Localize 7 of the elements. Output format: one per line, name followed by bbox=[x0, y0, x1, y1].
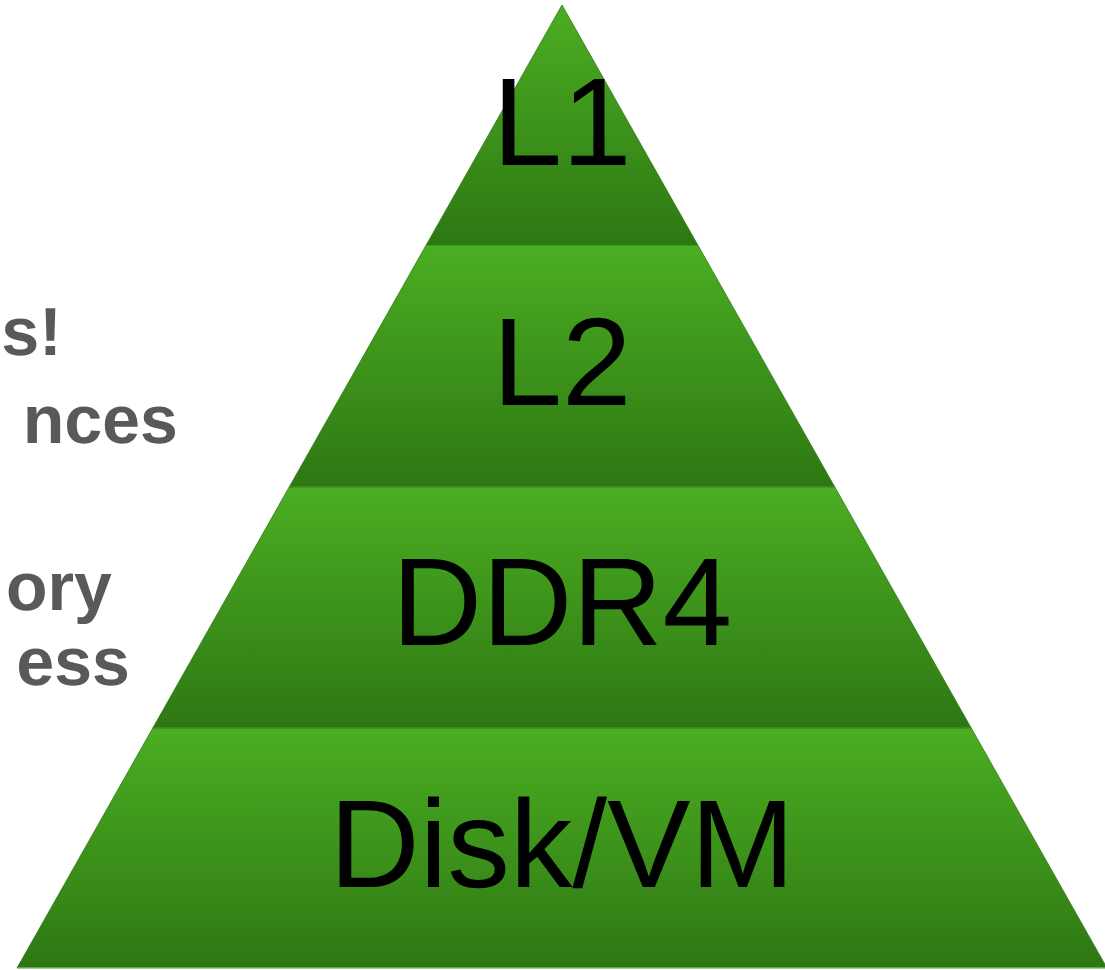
pyramid-band: L1 bbox=[425, 4, 699, 246]
side-text: s! bbox=[3, 308, 56, 356]
pyramid-band: Disk/VM bbox=[16, 727, 1105, 969]
pyramid-band: DDR4 bbox=[152, 486, 972, 729]
side-text: ess bbox=[19, 648, 127, 686]
side-text: ory bbox=[8, 573, 112, 625]
side-text: nces bbox=[27, 406, 175, 444]
